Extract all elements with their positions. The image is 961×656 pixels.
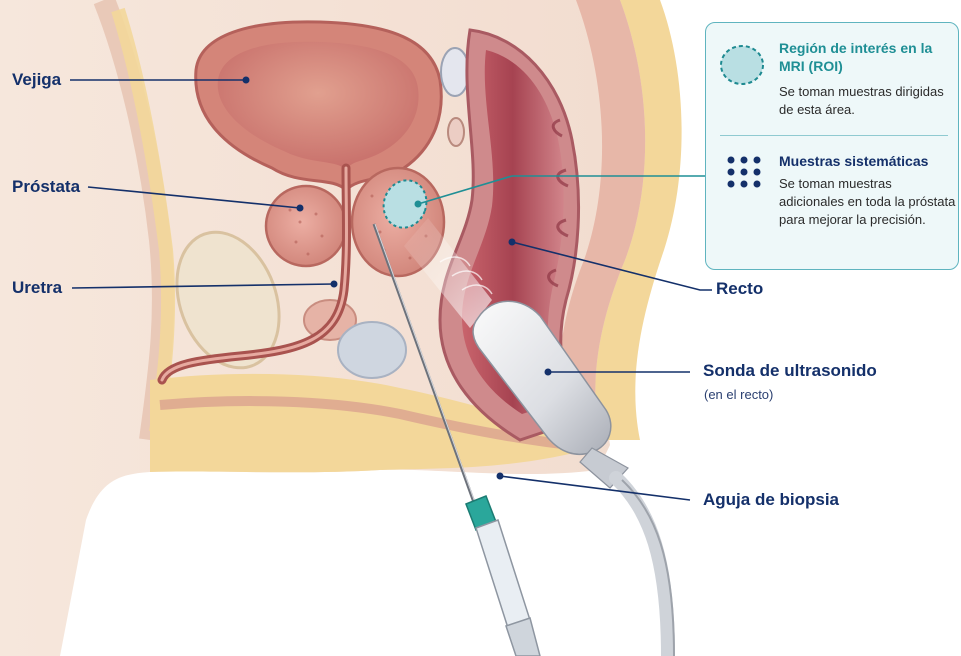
leader-needle [500,476,690,500]
legend-box: Región de interés en la MRI (ROI) Se tom… [705,22,959,270]
systematic-legend-title: Muestras sistemáticas [779,152,928,170]
roi-legend-title: Región de interés en la MRI (ROI) [779,39,954,75]
seminal-vesicle [441,48,469,96]
systematic-legend-text: Se toman muestras adicionales en toda la… [779,175,957,229]
label-bladder: Vejiga [12,70,61,90]
vas-deferens [448,118,464,146]
roi-legend-text: Se toman muestras dirigidas de esta área… [779,83,957,119]
label-rectum: Recto [716,279,763,299]
roi-leader-dot [415,201,422,208]
label-probe-sub: (en el recto) [704,387,773,402]
systematic-dots-icon [726,155,766,189]
roi-legend-icon [718,41,768,89]
syringe-plunger [506,618,540,656]
label-prostate: Próstata [12,177,80,197]
label-urethra: Uretra [12,278,62,298]
label-needle: Aguja de biopsia [703,490,839,510]
legend-divider [720,135,948,136]
label-probe: Sonda de ultrasonido [703,361,877,381]
syringe-barrel [476,520,530,628]
prostate-left-lobe [266,186,346,266]
rectal-sphincter [338,322,406,378]
